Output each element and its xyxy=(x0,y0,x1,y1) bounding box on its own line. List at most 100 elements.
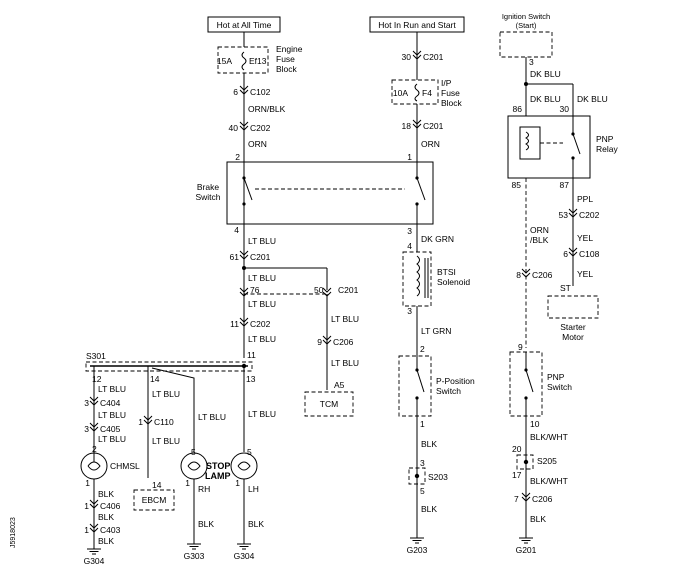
chmsl-lamp: CHMSL 1 xyxy=(80,452,140,488)
svg-text:85: 85 xyxy=(512,180,522,190)
svg-text:1: 1 xyxy=(185,478,190,488)
svg-text:LT BLU: LT BLU xyxy=(152,389,180,399)
svg-text:8: 8 xyxy=(516,270,521,280)
svg-text:ST: ST xyxy=(560,283,571,293)
svg-text:9: 9 xyxy=(317,337,322,347)
svg-text:Starter: Starter xyxy=(560,322,586,332)
ground-g203: G203 xyxy=(407,545,428,555)
svg-text:RH: RH xyxy=(198,484,210,494)
svg-text:C406: C406 xyxy=(100,501,121,511)
svg-text:17: 17 xyxy=(512,470,522,480)
svg-text:DK BLU: DK BLU xyxy=(530,94,561,104)
svg-text:S205: S205 xyxy=(537,456,557,466)
svg-text:1: 1 xyxy=(235,478,240,488)
svg-text:BLK: BLK xyxy=(98,512,114,522)
svg-text:14: 14 xyxy=(150,374,160,384)
svg-text:Solenoid: Solenoid xyxy=(437,277,470,287)
svg-text:Block: Block xyxy=(276,64,298,74)
svg-text:11: 11 xyxy=(247,350,256,360)
svg-text:BLK: BLK xyxy=(98,489,114,499)
btsi-solenoid: BTSI Solenoid xyxy=(402,251,470,307)
svg-text:3: 3 xyxy=(407,306,412,316)
svg-text:18: 18 xyxy=(402,121,412,131)
svg-text:1: 1 xyxy=(84,525,89,535)
c102-label: C102 xyxy=(250,87,271,97)
svg-text:C202: C202 xyxy=(250,123,271,133)
svg-text:3: 3 xyxy=(420,458,425,468)
ip-fuse: 10A F4 I/P Fuse Block xyxy=(391,78,463,108)
svg-text:LT BLU: LT BLU xyxy=(248,299,276,309)
svg-text:PNP: PNP xyxy=(596,134,614,144)
svg-text:Motor: Motor xyxy=(562,332,584,342)
svg-text:LT BLU: LT BLU xyxy=(98,410,126,420)
svg-text:YEL: YEL xyxy=(577,269,593,279)
svg-text:53: 53 xyxy=(559,210,569,220)
svg-text:C201: C201 xyxy=(423,121,444,131)
brake-switch: Brake Switch 2 1 xyxy=(195,152,434,225)
pnp-relay: PNP Relay xyxy=(507,115,618,179)
svg-text:1: 1 xyxy=(420,419,425,429)
svg-text:DK BLU: DK BLU xyxy=(530,69,561,79)
svg-text:LT BLU: LT BLU xyxy=(248,273,276,283)
tcm-label: TCM xyxy=(320,399,338,409)
svg-text:DK BLU: DK BLU xyxy=(577,94,608,104)
svg-text:Fuse: Fuse xyxy=(441,88,460,98)
diagram-code: J5918023 xyxy=(10,517,17,548)
splice-s205 xyxy=(516,454,534,470)
svg-text:BLK/WHT: BLK/WHT xyxy=(530,432,568,442)
svg-text:BTSI: BTSI xyxy=(437,267,456,277)
svg-text:ORN: ORN xyxy=(530,225,549,235)
svg-text:87: 87 xyxy=(560,180,570,190)
svg-text:Switch: Switch xyxy=(195,192,220,202)
svg-text:6: 6 xyxy=(563,249,568,259)
svg-text:PNP: PNP xyxy=(547,372,565,382)
wire-orn-label: ORN xyxy=(248,139,267,149)
svg-text:ORN: ORN xyxy=(421,139,440,149)
svg-text:1: 1 xyxy=(84,501,89,511)
svg-text:10A: 10A xyxy=(393,88,408,98)
svg-text:C201: C201 xyxy=(338,285,359,295)
svg-text:BLK: BLK xyxy=(98,536,114,546)
pnp-switch: PNP Switch xyxy=(509,351,572,417)
svg-text:6: 6 xyxy=(233,87,238,97)
svg-text:1: 1 xyxy=(138,417,143,427)
splice-s203 xyxy=(408,467,426,485)
svg-text:CHMSL: CHMSL xyxy=(110,461,140,471)
svg-text:C201: C201 xyxy=(423,52,444,62)
hot-in-run-start-label: Hot In Run and Start xyxy=(378,20,456,30)
ground-g303: G303 xyxy=(184,551,205,561)
svg-text:2: 2 xyxy=(235,152,240,162)
svg-text:40: 40 xyxy=(229,123,239,133)
svg-text:LT BLU: LT BLU xyxy=(248,334,276,344)
svg-text:C110: C110 xyxy=(154,417,174,427)
svg-text:Switch: Switch xyxy=(547,382,572,392)
wire-orn-blk-label: ORN/BLK xyxy=(248,104,286,114)
svg-text:C201: C201 xyxy=(250,252,271,262)
svg-text:50: 50 xyxy=(314,285,324,295)
svg-text:S203: S203 xyxy=(428,472,448,482)
svg-text:11: 11 xyxy=(230,319,239,329)
svg-text:15A: 15A xyxy=(217,56,232,66)
starter-motor-box xyxy=(547,295,599,319)
svg-text:BLK: BLK xyxy=(530,514,546,524)
svg-text:9: 9 xyxy=(518,342,523,352)
hot-at-all-time-label: Hot at All Time xyxy=(217,20,272,30)
stop-lamp-lh: 5 1 LH xyxy=(230,447,259,494)
svg-text:Block: Block xyxy=(441,98,463,108)
svg-text:5: 5 xyxy=(191,447,196,457)
svg-text:LH: LH xyxy=(248,484,259,494)
svg-text:BLK: BLK xyxy=(248,519,264,529)
svg-text:C206: C206 xyxy=(333,337,354,347)
svg-text:4: 4 xyxy=(407,241,412,251)
svg-text:BLK: BLK xyxy=(198,519,214,529)
svg-text:30: 30 xyxy=(402,52,412,62)
stop-lamp-label-1: STOP xyxy=(206,461,230,471)
svg-text:5: 5 xyxy=(420,486,425,496)
svg-text:A5: A5 xyxy=(334,380,345,390)
svg-text:3: 3 xyxy=(84,398,89,408)
ignition-switch-box xyxy=(499,31,553,58)
svg-text:Switch: Switch xyxy=(436,386,461,396)
svg-text:C404: C404 xyxy=(100,398,121,408)
svg-text:2: 2 xyxy=(420,344,425,354)
